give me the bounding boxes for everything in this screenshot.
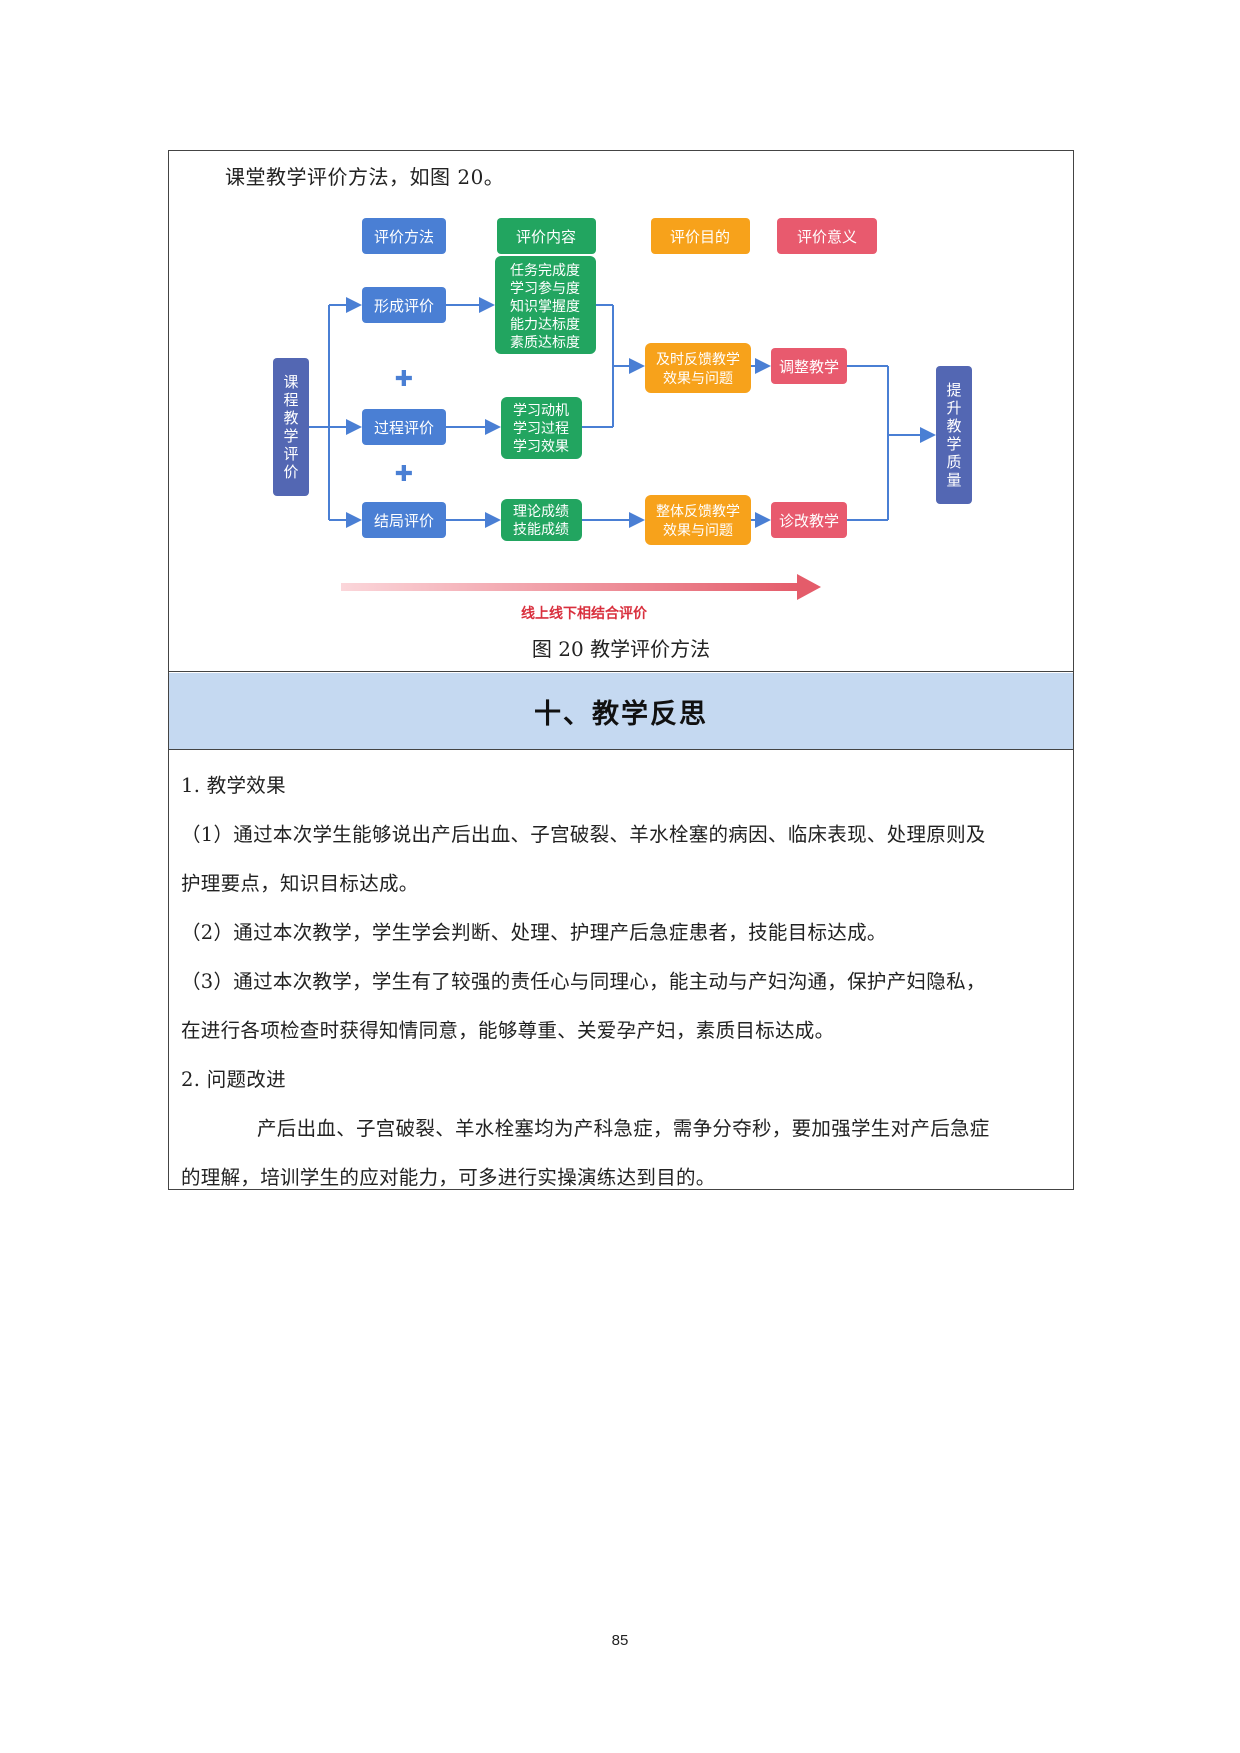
plus-icon: ✚ xyxy=(395,462,413,487)
svg-text:知识掌握度: 知识掌握度 xyxy=(510,298,580,315)
svg-text:任务完成度: 任务完成度 xyxy=(510,263,580,279)
header-label-meaning: 评价意义 xyxy=(777,218,877,254)
meaning-box-adjust: 调整教学 xyxy=(771,348,847,384)
svg-text:评价方法: 评价方法 xyxy=(374,228,434,246)
svg-text:理论成绩: 理论成绩 xyxy=(513,504,569,520)
svg-text:技能成绩: 技能成绩 xyxy=(513,522,569,538)
svg-text:效果与问题: 效果与问题 xyxy=(663,371,733,387)
purpose-box-overall: 整体反馈教学 效果与问题 xyxy=(645,495,751,545)
svg-text:学习过程: 学习过程 xyxy=(513,421,569,437)
svg-text:整体反馈教学: 整体反馈教学 xyxy=(656,504,740,520)
svg-text:评价意义: 评价意义 xyxy=(797,228,857,246)
svg-text:调整教学: 调整教学 xyxy=(779,358,839,376)
svg-text:效果与问题: 效果与问题 xyxy=(663,523,733,539)
svg-text:结局评价: 结局评价 xyxy=(374,512,434,530)
section-title: 十、教学反思 xyxy=(169,673,1073,749)
svg-text:形成评价: 形成评价 xyxy=(374,297,434,315)
svg-text:学: 学 xyxy=(946,435,961,453)
svg-text:及时反馈教学: 及时反馈教学 xyxy=(656,352,740,368)
paragraph: 在进行各项检查时获得知情同意，能够尊重、关爱孕产妇，素质目标达成。 xyxy=(181,1019,835,1042)
header-label-purpose: 评价目的 xyxy=(651,218,750,254)
method-box-outcome: 结局评价 xyxy=(362,502,446,538)
svg-text:诊改教学: 诊改教学 xyxy=(779,512,839,530)
page-number: 85 xyxy=(611,1632,629,1649)
evaluation-diagram: 评价方法 评价内容 评价目的 评价意义 课 程 教 学 评 价 xyxy=(273,218,972,622)
svg-text:评: 评 xyxy=(283,445,298,463)
svg-text:✚: ✚ xyxy=(395,367,413,392)
right-label-improve-quality: 提 升 教 学 质 量 xyxy=(936,366,972,504)
svg-text:教: 教 xyxy=(283,409,298,427)
content-box-formative: 任务完成度 学习参与度 知识掌握度 能力达标度 素质达标度 xyxy=(495,256,596,354)
plus-icon: ✚ xyxy=(395,367,413,392)
svg-text:评价内容: 评价内容 xyxy=(516,228,576,246)
header-label-content: 评价内容 xyxy=(497,218,596,254)
svg-text:量: 量 xyxy=(946,471,961,489)
svg-text:程: 程 xyxy=(283,391,298,409)
svg-text:学习效果: 学习效果 xyxy=(513,439,569,455)
divider xyxy=(169,749,1073,750)
reflection-content: 1. 教学效果 （1）通过本次学生能够说出产后出血、子宫破裂、羊水栓塞的病因、临… xyxy=(181,761,1063,1202)
connector-lines xyxy=(309,297,936,528)
svg-text:学习参与度: 学习参与度 xyxy=(510,280,580,297)
svg-text:课: 课 xyxy=(283,373,298,391)
content-table: 课堂教学评价方法，如图 20。 评价方法 评价内容 评价目的 评价意义 xyxy=(168,150,1074,1190)
paragraph: （2）通过本次教学，学生学会判断、处理、护理产后急症患者，技能目标达成。 xyxy=(181,921,887,944)
svg-text:质: 质 xyxy=(946,453,961,471)
divider xyxy=(169,671,1073,672)
paragraph: 护理要点，知识目标达成。 xyxy=(181,872,419,895)
svg-text:能力达标度: 能力达标度 xyxy=(510,317,580,333)
svg-text:价: 价 xyxy=(283,463,298,481)
svg-text:评价目的: 评价目的 xyxy=(670,228,730,246)
subheading-improvement: 2. 问题改进 xyxy=(181,1068,286,1091)
svg-text:过程评价: 过程评价 xyxy=(374,419,434,437)
content-box-outcome: 理论成绩 技能成绩 xyxy=(501,499,582,541)
svg-text:教: 教 xyxy=(946,417,961,435)
purpose-box-timely: 及时反馈教学 效果与问题 xyxy=(645,343,751,393)
svg-text:学: 学 xyxy=(283,427,298,445)
meaning-box-diagnose: 诊改教学 xyxy=(771,502,847,538)
svg-text:线上线下相结合评价: 线上线下相结合评价 xyxy=(521,605,648,622)
paragraph: （3）通过本次教学，学生有了较强的责任心与同理心，能主动与产妇沟通，保护产妇隐私… xyxy=(181,970,986,993)
method-box-process: 过程评价 xyxy=(362,409,446,445)
header-label-method: 评价方法 xyxy=(362,218,446,254)
subheading-effect: 1. 教学效果 xyxy=(181,774,286,797)
svg-text:提: 提 xyxy=(946,381,961,399)
svg-text:升: 升 xyxy=(946,399,961,417)
content-box-process: 学习动机 学习过程 学习效果 xyxy=(501,397,582,459)
method-box-formative: 形成评价 xyxy=(362,287,446,323)
paragraph: 产后出血、子宫破裂、羊水栓塞均为产科急症，需争分夺秒，要加强学生对产后急症 xyxy=(257,1117,990,1140)
left-label-course-evaluation: 课 程 教 学 评 价 xyxy=(273,358,309,496)
svg-text:素质达标度: 素质达标度 xyxy=(510,335,580,351)
figure-caption: 图 20 教学评价方法 xyxy=(531,637,711,661)
online-offline-arrow: 线上线下相结合评价 xyxy=(341,574,821,622)
svg-text:学习动机: 学习动机 xyxy=(513,403,569,419)
svg-text:✚: ✚ xyxy=(395,462,413,487)
intro-text: 课堂教学评价方法，如图 20。 xyxy=(225,165,505,189)
paragraph: （1）通过本次学生能够说出产后出血、子宫破裂、羊水栓塞的病因、临床表现、处理原则… xyxy=(181,823,986,846)
paragraph: 的理解，培训学生的应对能力，可多进行实操演练达到目的。 xyxy=(181,1166,716,1189)
